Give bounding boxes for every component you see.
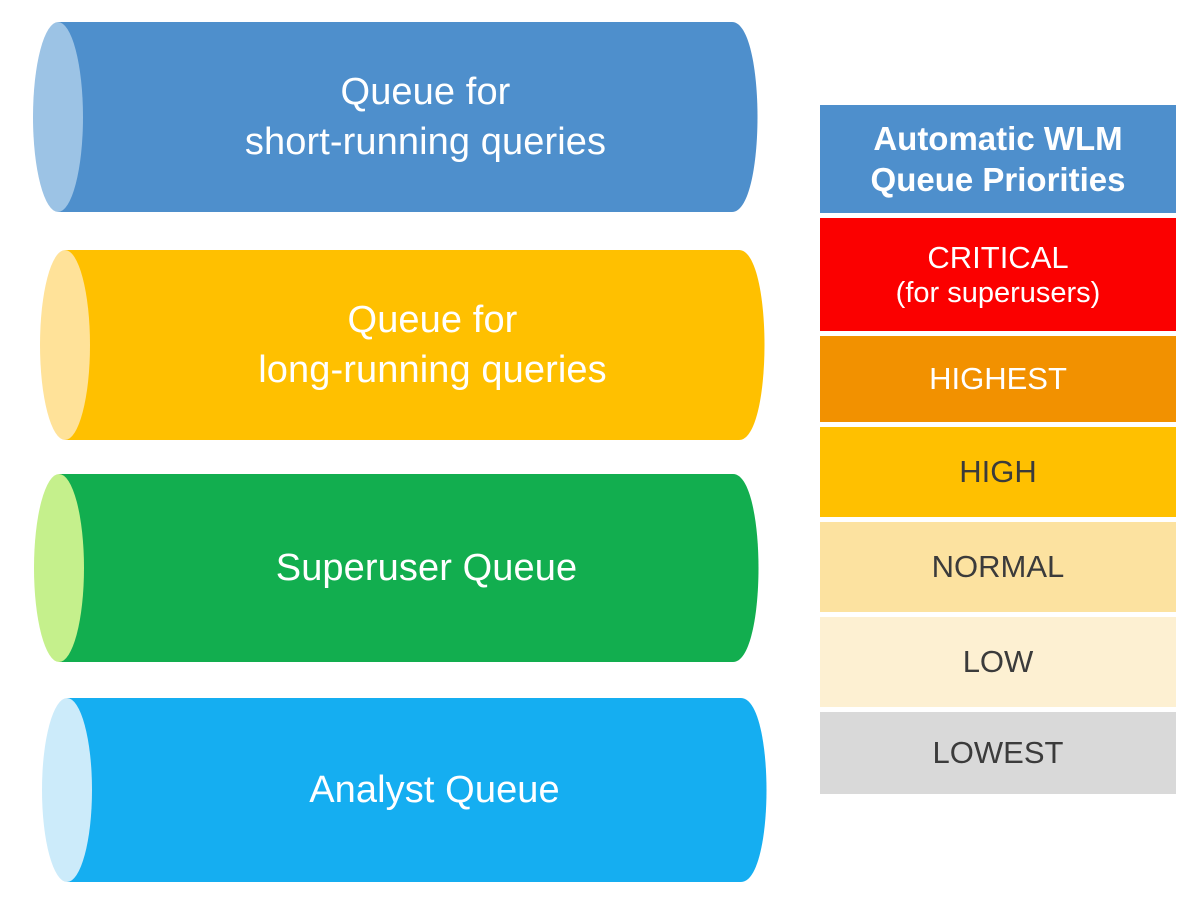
cylinder-cap xyxy=(42,698,92,882)
priority-table-header: Automatic WLM Queue Priorities xyxy=(820,105,1176,213)
priority-row-critical: CRITICAL(for superusers) xyxy=(820,218,1176,331)
priority-label: CRITICAL xyxy=(927,239,1069,275)
priority-row-highest: HIGHEST xyxy=(820,336,1176,422)
cylinder-shape xyxy=(33,22,758,212)
priority-row-high: HIGH xyxy=(820,427,1176,517)
queue-superuser: Superuser Queue xyxy=(34,474,767,662)
cylinder-body xyxy=(65,250,765,440)
priority-label: NORMAL xyxy=(931,549,1065,585)
queue-short-running: Queue for short-running queries xyxy=(33,22,766,212)
priority-row-lowest: LOWEST xyxy=(820,712,1176,794)
priority-row-normal: NORMAL xyxy=(820,522,1176,612)
cylinder-shape xyxy=(40,250,765,440)
queue-analyst: Analyst Queue xyxy=(42,698,775,882)
cylinder-cap xyxy=(33,22,83,212)
cylinder-body xyxy=(59,474,759,662)
cylinder-shape xyxy=(42,698,767,882)
cylinder-shape xyxy=(34,474,759,662)
cylinder-cap xyxy=(34,474,84,662)
cylinder-body xyxy=(58,22,758,212)
cylinder-cap xyxy=(40,250,90,440)
priority-label: HIGH xyxy=(959,454,1037,490)
queue-long-running: Queue for long-running queries xyxy=(40,250,773,440)
priority-label: HIGHEST xyxy=(929,361,1067,397)
priority-sublabel: (for superusers) xyxy=(895,276,1101,309)
cylinder-body xyxy=(67,698,767,882)
priority-row-low: LOW xyxy=(820,617,1176,707)
priority-label: LOWEST xyxy=(932,735,1064,771)
priority-label: LOW xyxy=(962,644,1034,680)
